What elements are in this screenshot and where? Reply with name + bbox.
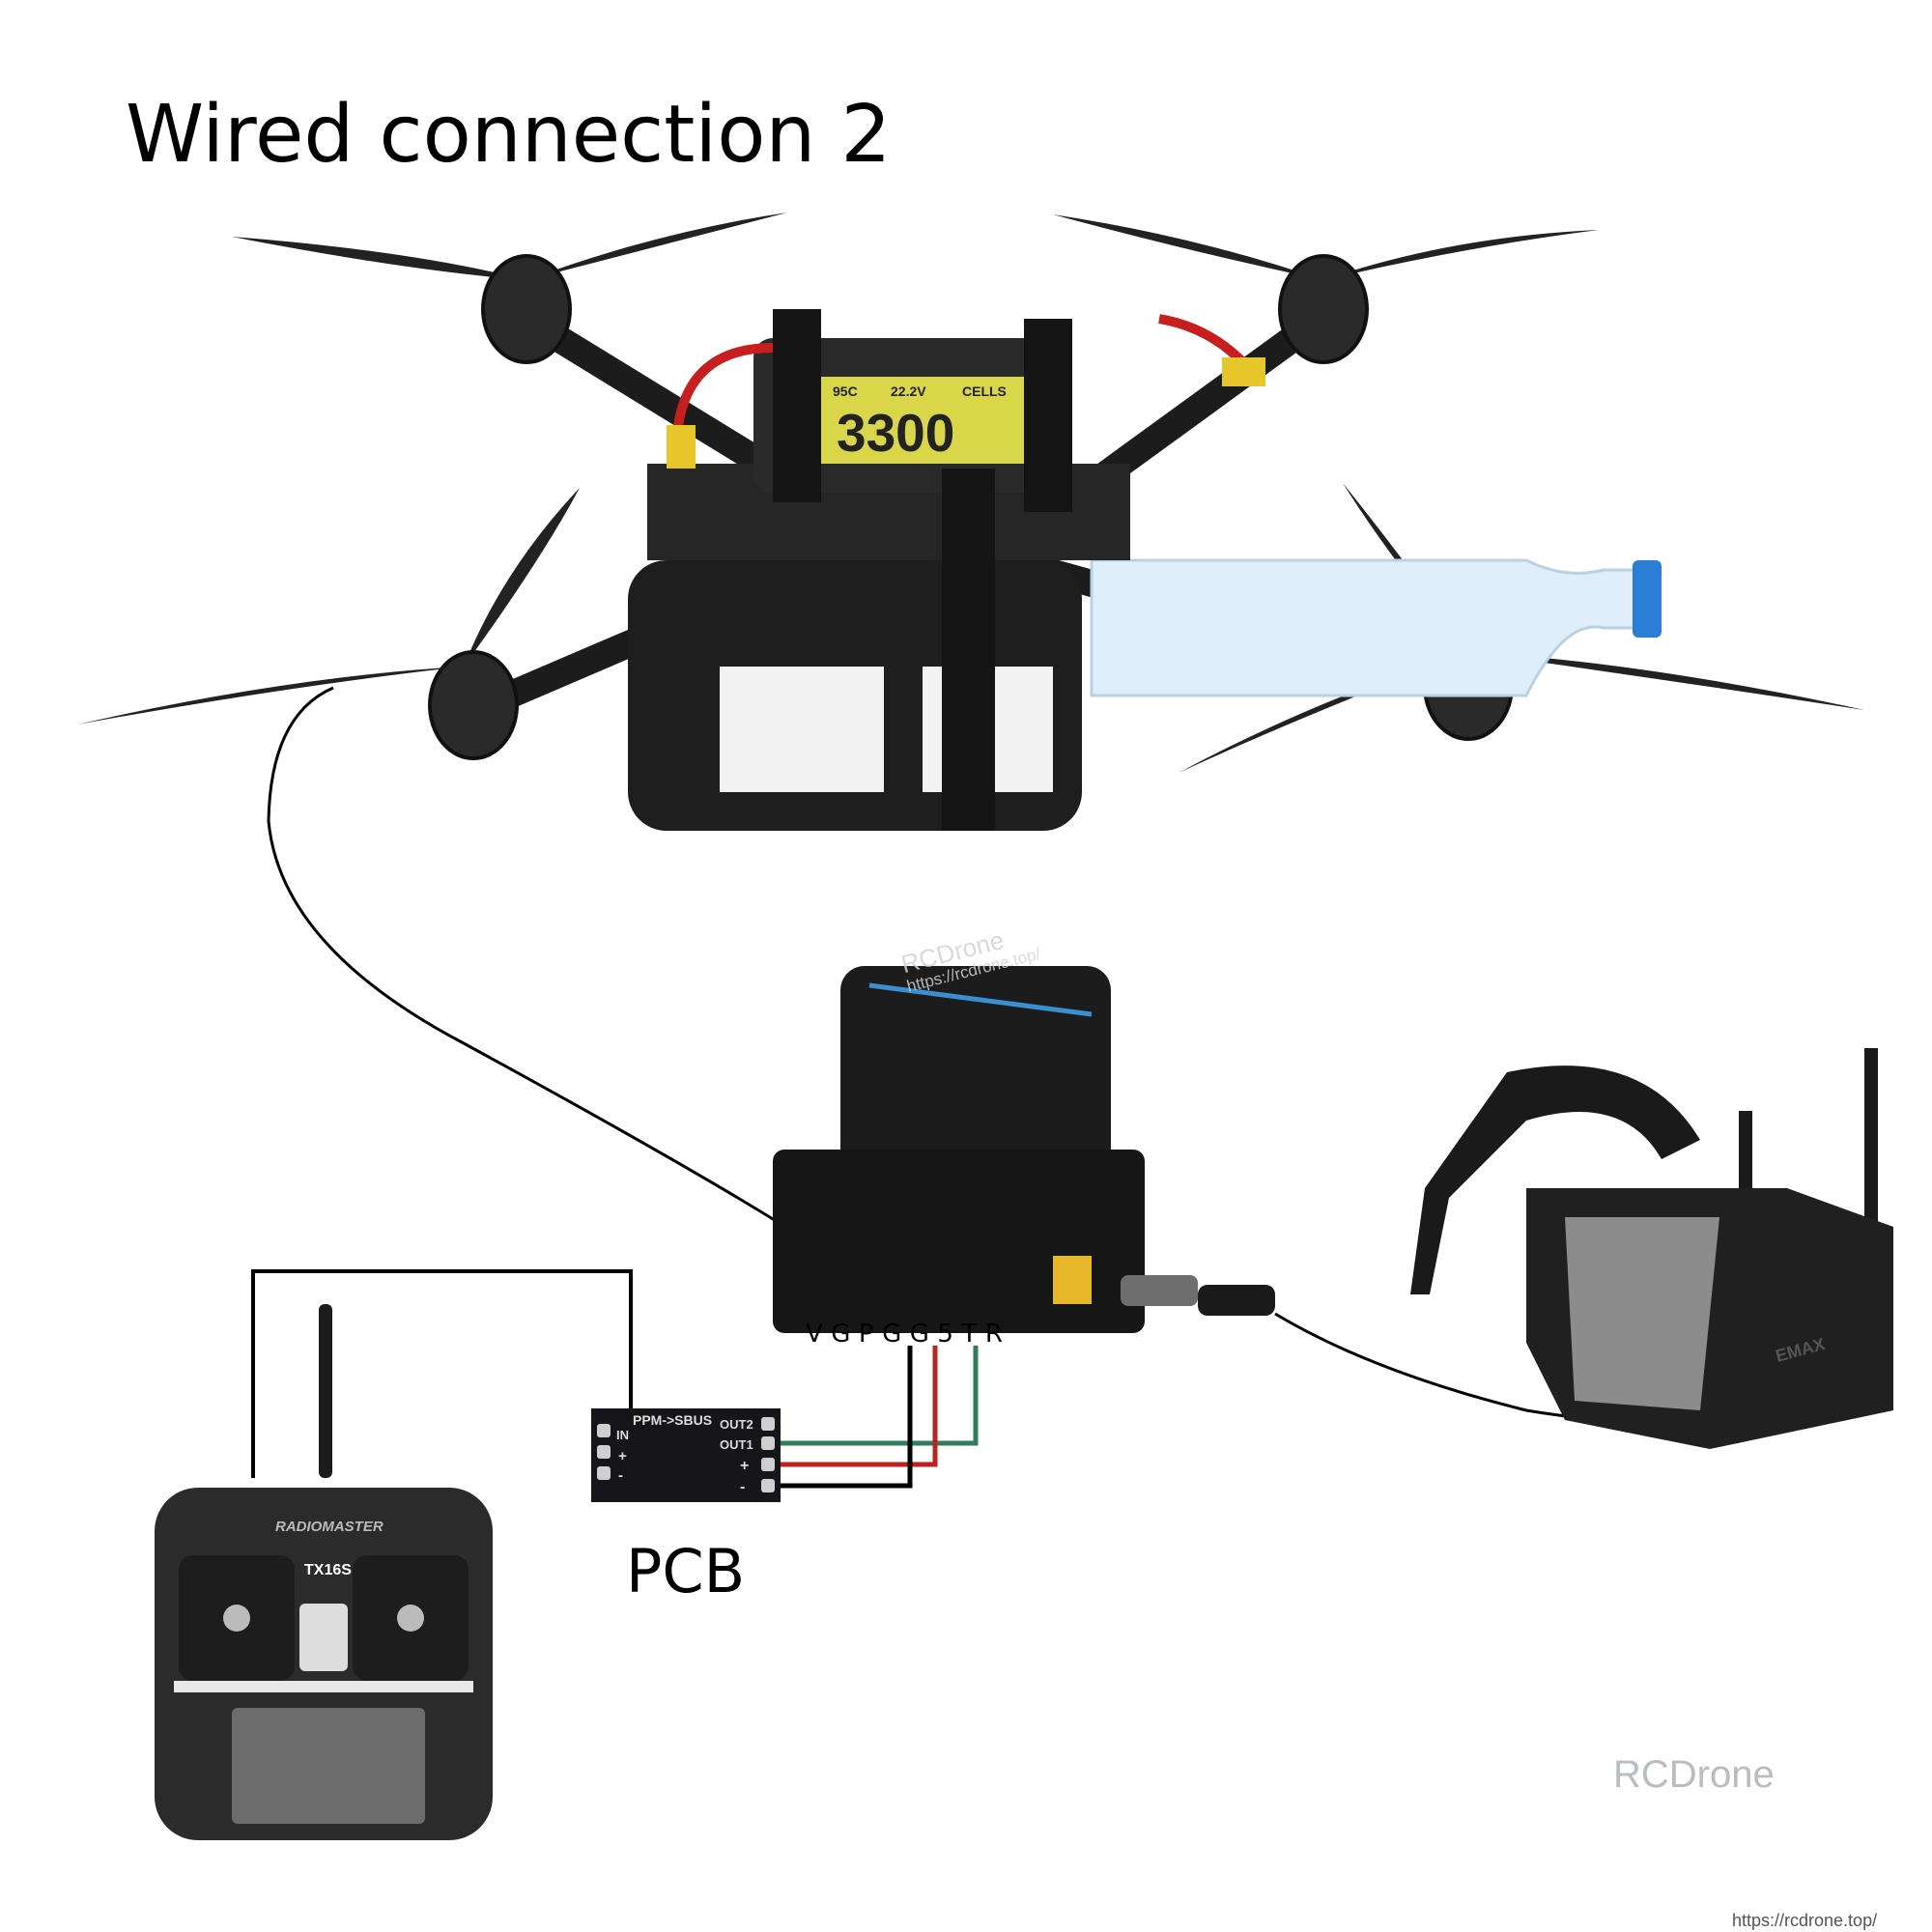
transmitter-brand: RADIOMASTER bbox=[275, 1519, 384, 1535]
motor bbox=[481, 254, 572, 364]
solder-pad bbox=[761, 1417, 775, 1431]
ground-receiver bbox=[773, 966, 1275, 1333]
battery-strap bbox=[773, 309, 821, 502]
battery-rate: 95C bbox=[833, 384, 858, 399]
ground-wire bbox=[781, 1346, 913, 1489]
xt30-connector bbox=[1053, 1256, 1092, 1304]
motor bbox=[1278, 254, 1369, 364]
pcb-board bbox=[591, 1408, 781, 1502]
center-button bbox=[299, 1604, 348, 1671]
pcb-in-plus: + bbox=[618, 1448, 627, 1464]
propeller bbox=[1053, 214, 1323, 280]
pcb-board-title: PPM->SBUS bbox=[633, 1412, 712, 1428]
av-jack bbox=[1121, 1275, 1198, 1306]
pcb-in-label: IN bbox=[616, 1428, 629, 1442]
pcb-out-minus: - bbox=[740, 1479, 745, 1495]
xt60-connector bbox=[667, 425, 696, 469]
battery-strap bbox=[1024, 319, 1072, 512]
ppm-input-wire bbox=[251, 1269, 633, 1478]
drone-link-cable bbox=[267, 686, 779, 1224]
pcb-out-plus: + bbox=[740, 1458, 749, 1474]
battery-voltage: 22.2V bbox=[891, 384, 926, 399]
solder-pad bbox=[597, 1445, 611, 1459]
solder-pad bbox=[597, 1424, 611, 1437]
battery-capacity: 3300 bbox=[837, 403, 954, 463]
power-wire bbox=[781, 1346, 938, 1467]
brand-watermark: RCDrone bbox=[1613, 1753, 1775, 1796]
pcb-in-minus: - bbox=[618, 1467, 623, 1484]
payload-label bbox=[720, 667, 884, 792]
propeller bbox=[526, 213, 787, 280]
xt60-connector bbox=[1222, 357, 1265, 386]
bottle-cap bbox=[1633, 560, 1662, 638]
diagram-title: Wired connection 2 bbox=[126, 89, 892, 181]
pcb-caption: PCB bbox=[626, 1536, 746, 1606]
propeller bbox=[464, 488, 580, 667]
transmitter-model: TX16S bbox=[304, 1562, 352, 1578]
water-bottle bbox=[1090, 558, 1644, 697]
solder-pad bbox=[761, 1458, 775, 1471]
transmitter-stripe bbox=[174, 1681, 473, 1692]
av-plug bbox=[1198, 1285, 1275, 1316]
propeller bbox=[77, 667, 464, 724]
antenna bbox=[1864, 1048, 1878, 1270]
right-stick bbox=[397, 1605, 424, 1632]
solder-pad bbox=[761, 1479, 775, 1492]
signal-wire bbox=[781, 1346, 979, 1446]
fpv-goggles: EMAX bbox=[1410, 1048, 1893, 1449]
goggle-strap bbox=[1410, 1065, 1700, 1294]
pcb-out2-label: OUT2 bbox=[720, 1417, 753, 1432]
solder-pad bbox=[597, 1466, 611, 1480]
transmitter-antenna bbox=[319, 1304, 332, 1478]
goggle-faceplate bbox=[1565, 1217, 1719, 1410]
ppm-sbus-pcb: PPM->SBUS IN + - OUT2 OUT1 + - bbox=[591, 1408, 781, 1502]
left-stick bbox=[223, 1605, 250, 1632]
url-watermark: https://rcdrone.top/ bbox=[1732, 1911, 1878, 1930]
radio-transmitter: RADIOMASTER TX16S bbox=[155, 1304, 493, 1840]
receiver-pin-labels: VGPGG5TR bbox=[806, 1320, 1011, 1349]
propeller bbox=[232, 237, 526, 280]
solder-pad bbox=[761, 1436, 775, 1450]
propeller bbox=[1323, 230, 1599, 280]
receiver-base bbox=[773, 1150, 1145, 1333]
battery-stripe bbox=[868, 982, 1093, 1017]
pcb-out1-label: OUT1 bbox=[720, 1437, 753, 1452]
battery-cells: CELLS bbox=[962, 384, 1007, 399]
drone: 95C 22.2V CELLS 3300 bbox=[77, 213, 1864, 831]
transmitter-screen bbox=[232, 1708, 425, 1824]
motor bbox=[428, 650, 519, 760]
battery-strap bbox=[942, 469, 995, 831]
